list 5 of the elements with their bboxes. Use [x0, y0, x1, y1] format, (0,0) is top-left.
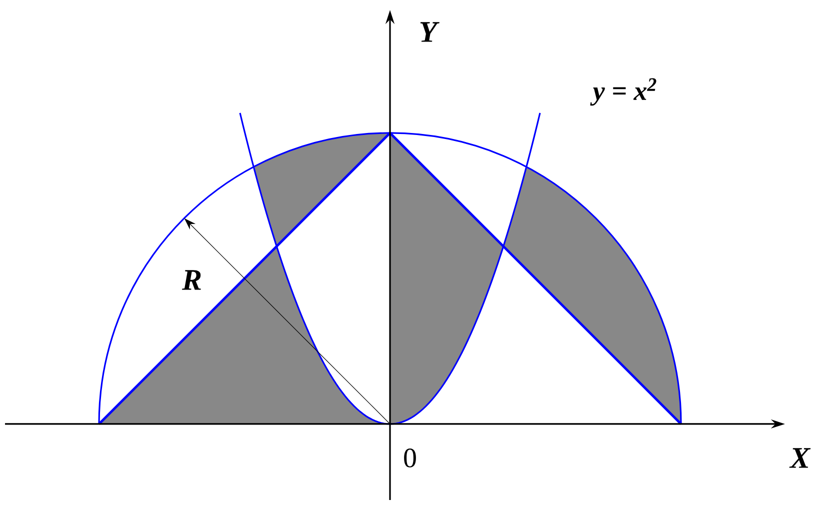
origin-label: 0 — [404, 448, 416, 468]
axis-label: X — [789, 448, 811, 468]
curve-label: y = x$^{2}$ — [590, 78, 656, 106]
radius-label: R — [182, 270, 201, 290]
axis-label: Y — [420, 22, 440, 42]
